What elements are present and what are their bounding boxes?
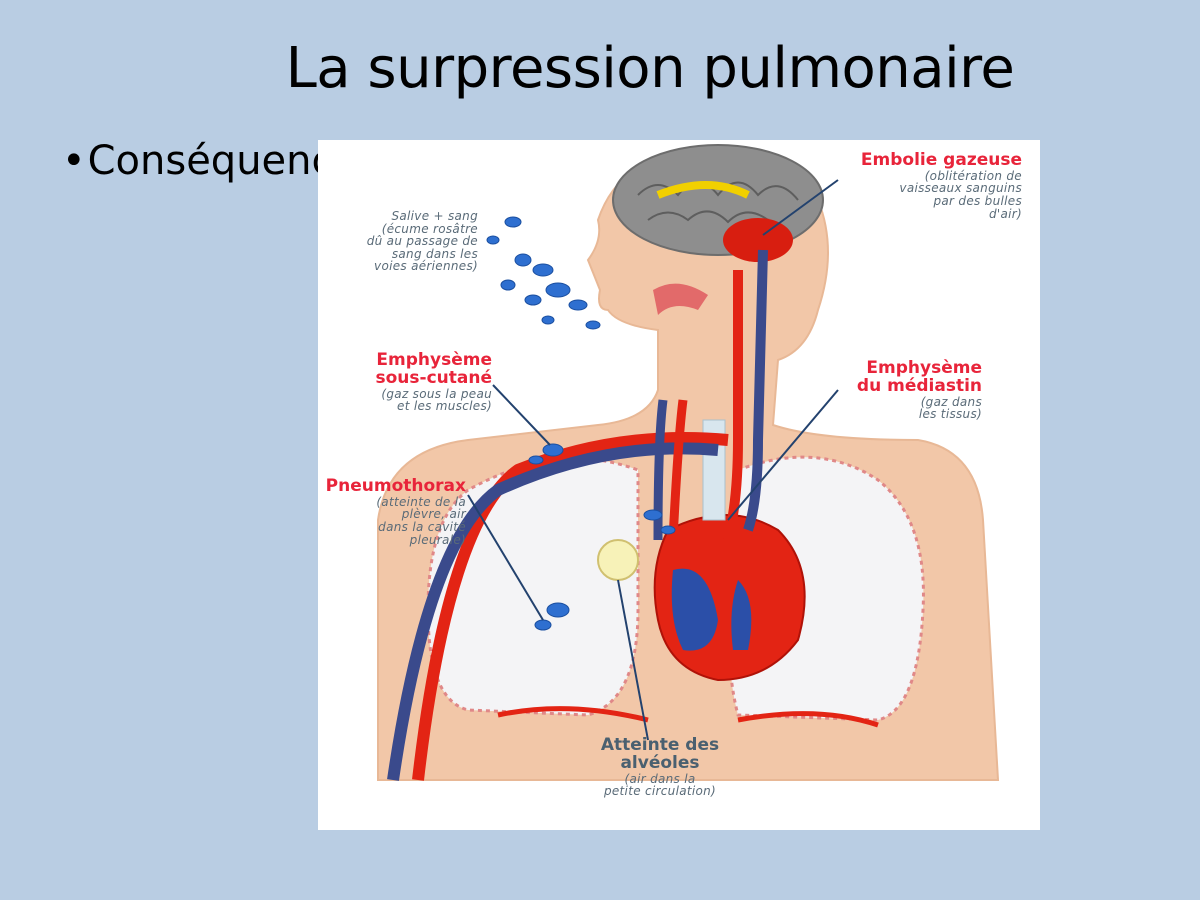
label-emphyseme-med-heading: Emphysème	[866, 358, 982, 378]
label-emphyseme-sc-heading: sous-cutané	[375, 367, 493, 388]
label-embolie: Embolie gazeuse (oblitération de vaissea…	[820, 150, 1022, 221]
label-emphyseme-med-line: les tissus)	[918, 407, 982, 422]
label-alveoles-heading: Atteinte des	[600, 735, 720, 755]
vein-arm	[387, 442, 719, 781]
label-salive-line: dû au passage de	[366, 234, 478, 249]
label-alveoles-heading: alvéoles	[620, 752, 700, 773]
label-emphyseme-sc-line: et les muscles)	[397, 399, 492, 414]
label-pneumothorax-line: plèvre, air	[401, 507, 466, 522]
label-pneumothorax-line: pleurale)	[409, 532, 466, 547]
bubbles	[486, 216, 676, 631]
label-emphyseme-sous-cutane: Emphysème sous-cutané (gaz sous la peau …	[320, 350, 493, 414]
artery-neck	[668, 399, 688, 541]
slide-title: La surpression pulmonaire	[285, 36, 1015, 101]
label-emphyseme-sc-line: (gaz sous la peau	[381, 386, 492, 401]
label-salive-line: Salive + sang	[391, 209, 478, 223]
label-alveoles: Atteinte des alvéoles (air dans la petit…	[560, 735, 760, 799]
label-embolie-line: (oblitération de	[924, 168, 1022, 183]
label-pneumothorax-heading: Pneumothorax	[325, 476, 466, 496]
alveoli-circle	[597, 539, 639, 581]
artery-arm	[412, 432, 729, 781]
label-salive-line: sang dans les	[391, 246, 478, 261]
label-alveoles-line: petite circulation)	[603, 784, 717, 799]
label-pneumothorax-line: (atteinte de la	[376, 494, 466, 509]
label-embolie-line: par des bulles	[933, 194, 1022, 209]
label-salive-line: voies aériennes)	[374, 259, 478, 274]
label-emphyseme-med-heading: du médiastin	[856, 375, 982, 396]
bullet-marker: •	[62, 138, 86, 184]
label-pneumothorax-line: dans la cavité	[378, 520, 466, 535]
label-pneumothorax: Pneumothorax (atteinte de la plèvre, air…	[300, 476, 466, 547]
anatomy-diagram	[377, 144, 1000, 781]
label-salive-line: (écume rosâtre	[381, 221, 478, 236]
label-emphyseme-sc-heading: Emphysème	[376, 350, 492, 370]
label-alveoles-line: (air dans la	[624, 771, 696, 786]
label-emphyseme-med-line: (gaz dans	[920, 394, 982, 409]
label-emphyseme-mediastin: Emphysème du médiastin (gaz dans les tis…	[820, 358, 982, 422]
label-embolie-line: vaisseaux sanguins	[899, 181, 1022, 196]
label-salive: Salive + sang (écume rosâtre dû au passa…	[320, 210, 478, 273]
label-embolie-line: d'air)	[988, 206, 1022, 221]
label-embolie-heading: Embolie gazeuse	[860, 150, 1022, 170]
artery-main	[723, 270, 743, 542]
